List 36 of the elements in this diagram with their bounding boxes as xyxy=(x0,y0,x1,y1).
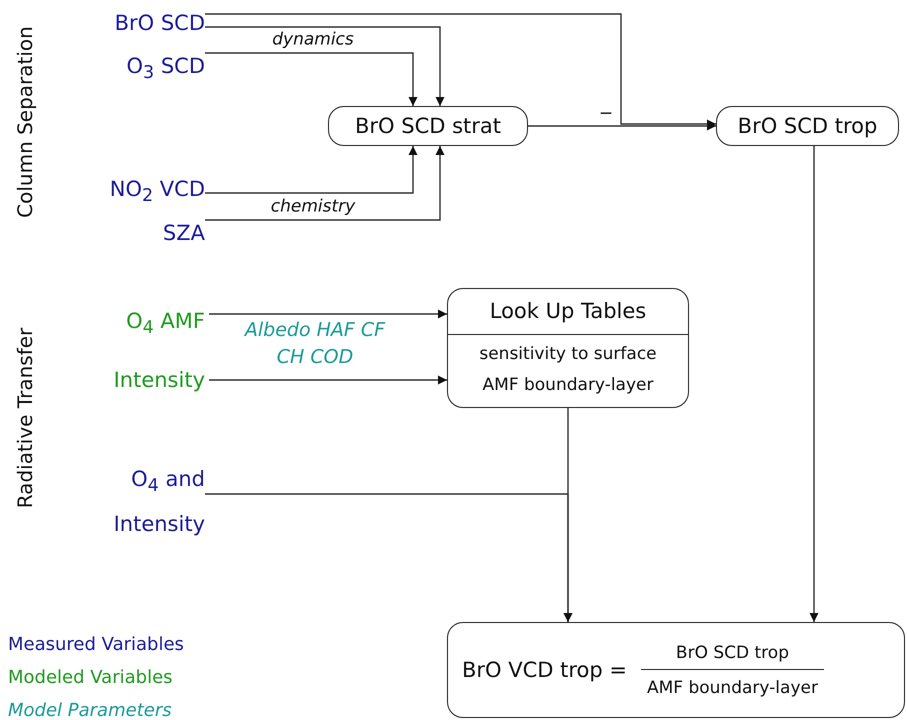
formula-box xyxy=(447,622,905,718)
arrow xyxy=(209,376,447,384)
variable-text: O$_{3}$ SCD xyxy=(126,53,205,86)
legend-item: Measured Variables xyxy=(8,634,184,655)
arrow xyxy=(205,146,418,194)
denominator: AMF boundary-layer xyxy=(646,676,819,698)
section-label: Radiative Transfer xyxy=(13,328,37,508)
box-text: AMF boundary-layer xyxy=(482,374,654,397)
table-box xyxy=(447,288,689,408)
process-box xyxy=(328,106,528,146)
variable-text: NO$_{2}$ VCD xyxy=(110,176,205,208)
edge-label: Albedo HAF CF CH COD xyxy=(243,318,386,370)
arrow xyxy=(810,146,818,622)
formula-text: BrO VCD trop = xyxy=(462,658,627,682)
edge-label: chemistry xyxy=(268,198,358,216)
arrow xyxy=(209,310,447,318)
arrow xyxy=(205,52,418,106)
box-text: sensitivity to surface xyxy=(479,343,657,366)
edge-label: − xyxy=(598,104,614,124)
arrow xyxy=(205,493,572,622)
section-label: Column Separation xyxy=(13,26,37,218)
variable-text: O$_{4}$ and Intensity xyxy=(112,466,205,538)
variable-text: BrO SCD xyxy=(114,10,205,37)
box-title: BrO SCD trop xyxy=(738,114,878,138)
variable-text: Intensity xyxy=(114,367,205,394)
process-box xyxy=(716,106,899,146)
variable-text: O$_{4}$ AMF xyxy=(126,308,205,340)
edge-label: dynamics xyxy=(270,30,356,50)
variable-text: SZA xyxy=(162,220,205,247)
numerator: BrO SCD trop xyxy=(674,642,790,664)
legend-item: Model Parameters xyxy=(8,700,172,720)
box-title: BrO SCD strat xyxy=(355,114,501,138)
arrow xyxy=(205,26,444,106)
legend-item: Modeled Variables xyxy=(8,667,173,688)
arrow xyxy=(205,146,444,221)
box-title: Look Up Tables xyxy=(448,289,688,335)
